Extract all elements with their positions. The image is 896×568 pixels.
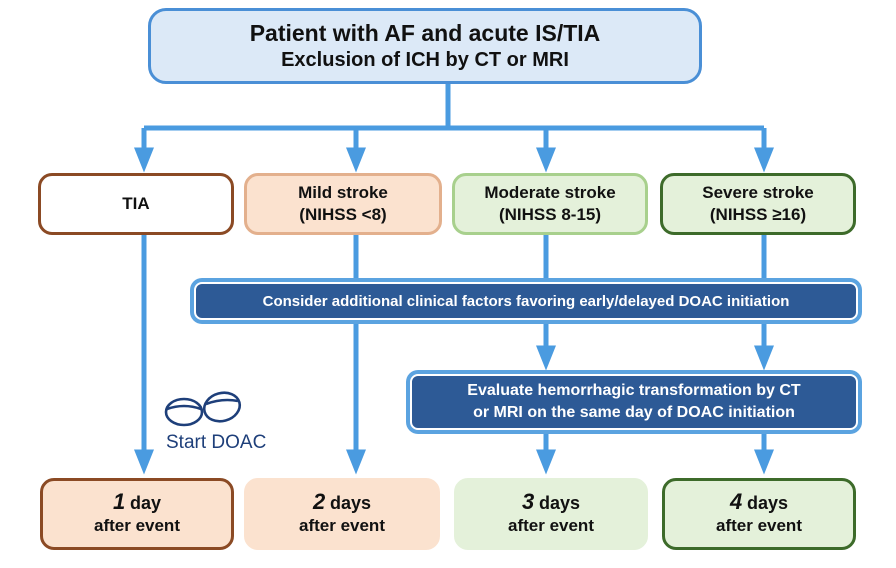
category-label: TIA (122, 194, 150, 213)
evaluate-hemorrhagic-bar: Evaluate hemorrhagic transformation by C… (410, 374, 858, 430)
evaluate-line-1: Evaluate hemorrhagic transformation by C… (467, 382, 801, 399)
outcome-after-event: after event (508, 516, 594, 535)
outcome-number: 3 (521, 489, 535, 514)
outcome-after-event: after event (94, 516, 180, 535)
patient-subtitle: Exclusion of ICH by CT or MRI (281, 49, 569, 71)
outcome-number: 1 (112, 489, 126, 514)
category-mild-stroke: Mild stroke (NIHSS <8) (244, 173, 442, 235)
outcome-3-days: 3 days after event (454, 478, 648, 550)
category-severe-stroke: Severe stroke (NIHSS ≥16) (660, 173, 856, 235)
category-moderate-stroke: Moderate stroke (NIHSS 8-15) (452, 173, 648, 235)
outcome-1-day: 1 day after event (40, 478, 234, 550)
patient-title: Patient with AF and acute IS/TIA (249, 20, 601, 46)
start-doac-label: Start DOAC (166, 432, 267, 453)
category-nihss: (NIHSS ≥16) (709, 205, 807, 224)
outcome-after-event: after event (716, 516, 802, 535)
outcome-4-days: 4 days after event (662, 478, 856, 550)
outcome-unit: days (538, 493, 580, 513)
outcome-unit: days (746, 493, 788, 513)
category-tia: TIA (38, 173, 234, 235)
consider-factors-bar: Consider additional clinical factors fav… (194, 282, 858, 320)
category-nihss: (NIHSS <8) (299, 205, 387, 224)
category-nihss: (NIHSS 8-15) (498, 205, 602, 224)
category-label: Mild stroke (298, 183, 388, 202)
category-label: Severe stroke (702, 183, 814, 202)
outcome-unit: days (329, 493, 371, 513)
outcome-number: 2 (312, 489, 326, 514)
outcome-number: 4 (729, 489, 743, 514)
outcome-2-days: 2 days after event (244, 478, 440, 550)
outcome-after-event: after event (299, 516, 385, 535)
category-label: Moderate stroke (484, 183, 616, 202)
patient-box: Patient with AF and acute IS/TIA Exclusi… (148, 8, 702, 84)
outcome-unit: day (129, 493, 161, 513)
evaluate-line-2: or MRI on the same day of DOAC initiatio… (473, 404, 795, 421)
pill-icon (164, 391, 242, 427)
